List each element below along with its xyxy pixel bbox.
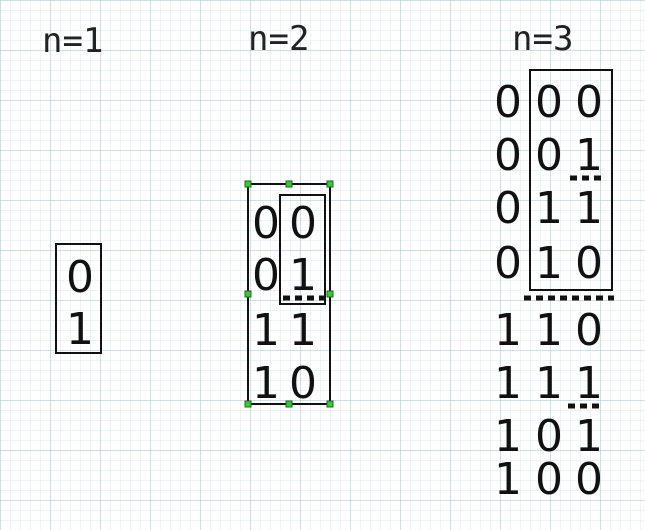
cell-n3-r6-c2: 1 bbox=[535, 358, 563, 409]
title-n3: n=3 bbox=[512, 19, 573, 59]
frame-n1 bbox=[55, 243, 102, 354]
cell-n3-r1-c3: 0 bbox=[575, 77, 603, 128]
cell-n1-r1-c1: 0 bbox=[66, 252, 94, 303]
title-n1: n=1 bbox=[42, 21, 103, 61]
cell-n2-r3-c2: 1 bbox=[289, 305, 317, 356]
cell-n3-r6-c3: 1 bbox=[575, 358, 603, 409]
group-n3: 0 0 0 0 0 1 0 1 1 0 1 0 1 1 0 1 1 1 1 0 … bbox=[494, 69, 614, 505]
cell-n3-r8-c1: 1 bbox=[494, 454, 522, 505]
cell-n3-r7-c3: 1 bbox=[575, 411, 603, 462]
cell-n3-r4-c3: 0 bbox=[575, 238, 603, 289]
cell-n3-r5-c3: 0 bbox=[575, 305, 603, 356]
cell-n2-r1-c2: 0 bbox=[289, 198, 317, 249]
cell-n3-r4-c2: 1 bbox=[535, 238, 563, 289]
cell-n3-r2-c3: 1 bbox=[575, 130, 603, 181]
handle-bl[interactable] bbox=[244, 400, 252, 408]
frame-n3-inner bbox=[529, 69, 613, 291]
cell-n3-r3-c3: 1 bbox=[575, 183, 603, 234]
cell-n3-r7-c1: 1 bbox=[494, 411, 522, 462]
group-n2: 0 0 0 1 1 1 1 0 bbox=[244, 180, 334, 409]
cell-n3-r4-c1: 0 bbox=[494, 238, 522, 289]
cell-n3-r5-c2: 1 bbox=[535, 305, 563, 356]
cell-n2-r4-c2: 0 bbox=[289, 358, 317, 409]
handle-br[interactable] bbox=[326, 400, 334, 408]
handle-tl[interactable] bbox=[244, 180, 252, 188]
cell-n3-r3-c1: 0 bbox=[494, 183, 522, 234]
cell-n3-r7-c2: 0 bbox=[535, 411, 563, 462]
handle-ml[interactable] bbox=[244, 290, 252, 298]
cell-n3-r2-c1: 0 bbox=[494, 130, 522, 181]
cell-n3-r6-c1: 1 bbox=[494, 358, 522, 409]
handle-tr[interactable] bbox=[326, 180, 334, 188]
title-n2: n=2 bbox=[248, 19, 309, 59]
cell-n3-r5-c1: 1 bbox=[494, 305, 522, 356]
cell-n3-r2-c2: 0 bbox=[535, 130, 563, 181]
cell-n2-r1-c1: 0 bbox=[252, 198, 280, 249]
selection-handles[interactable] bbox=[244, 180, 334, 408]
cell-n3-r8-c3: 0 bbox=[575, 454, 603, 505]
cell-n3-r1-c1: 0 bbox=[494, 77, 522, 128]
cell-n2-r3-c1: 1 bbox=[252, 305, 280, 356]
cell-n2-r4-c1: 1 bbox=[252, 358, 280, 409]
cell-n2-r2-c2: 1 bbox=[289, 250, 317, 301]
frame-n2-inner bbox=[279, 194, 326, 305]
cell-n3-r8-c2: 0 bbox=[535, 454, 563, 505]
cell-n3-r3-c2: 1 bbox=[535, 183, 563, 234]
cell-n3-r1-c2: 0 bbox=[535, 77, 563, 128]
cell-n2-r2-c1: 0 bbox=[252, 250, 280, 301]
handle-tm[interactable] bbox=[285, 180, 293, 188]
group-n1: 0 1 bbox=[55, 243, 102, 355]
handle-mr[interactable] bbox=[326, 290, 334, 298]
cell-n1-r2-c1: 1 bbox=[66, 304, 94, 355]
handle-bm[interactable] bbox=[285, 400, 293, 408]
